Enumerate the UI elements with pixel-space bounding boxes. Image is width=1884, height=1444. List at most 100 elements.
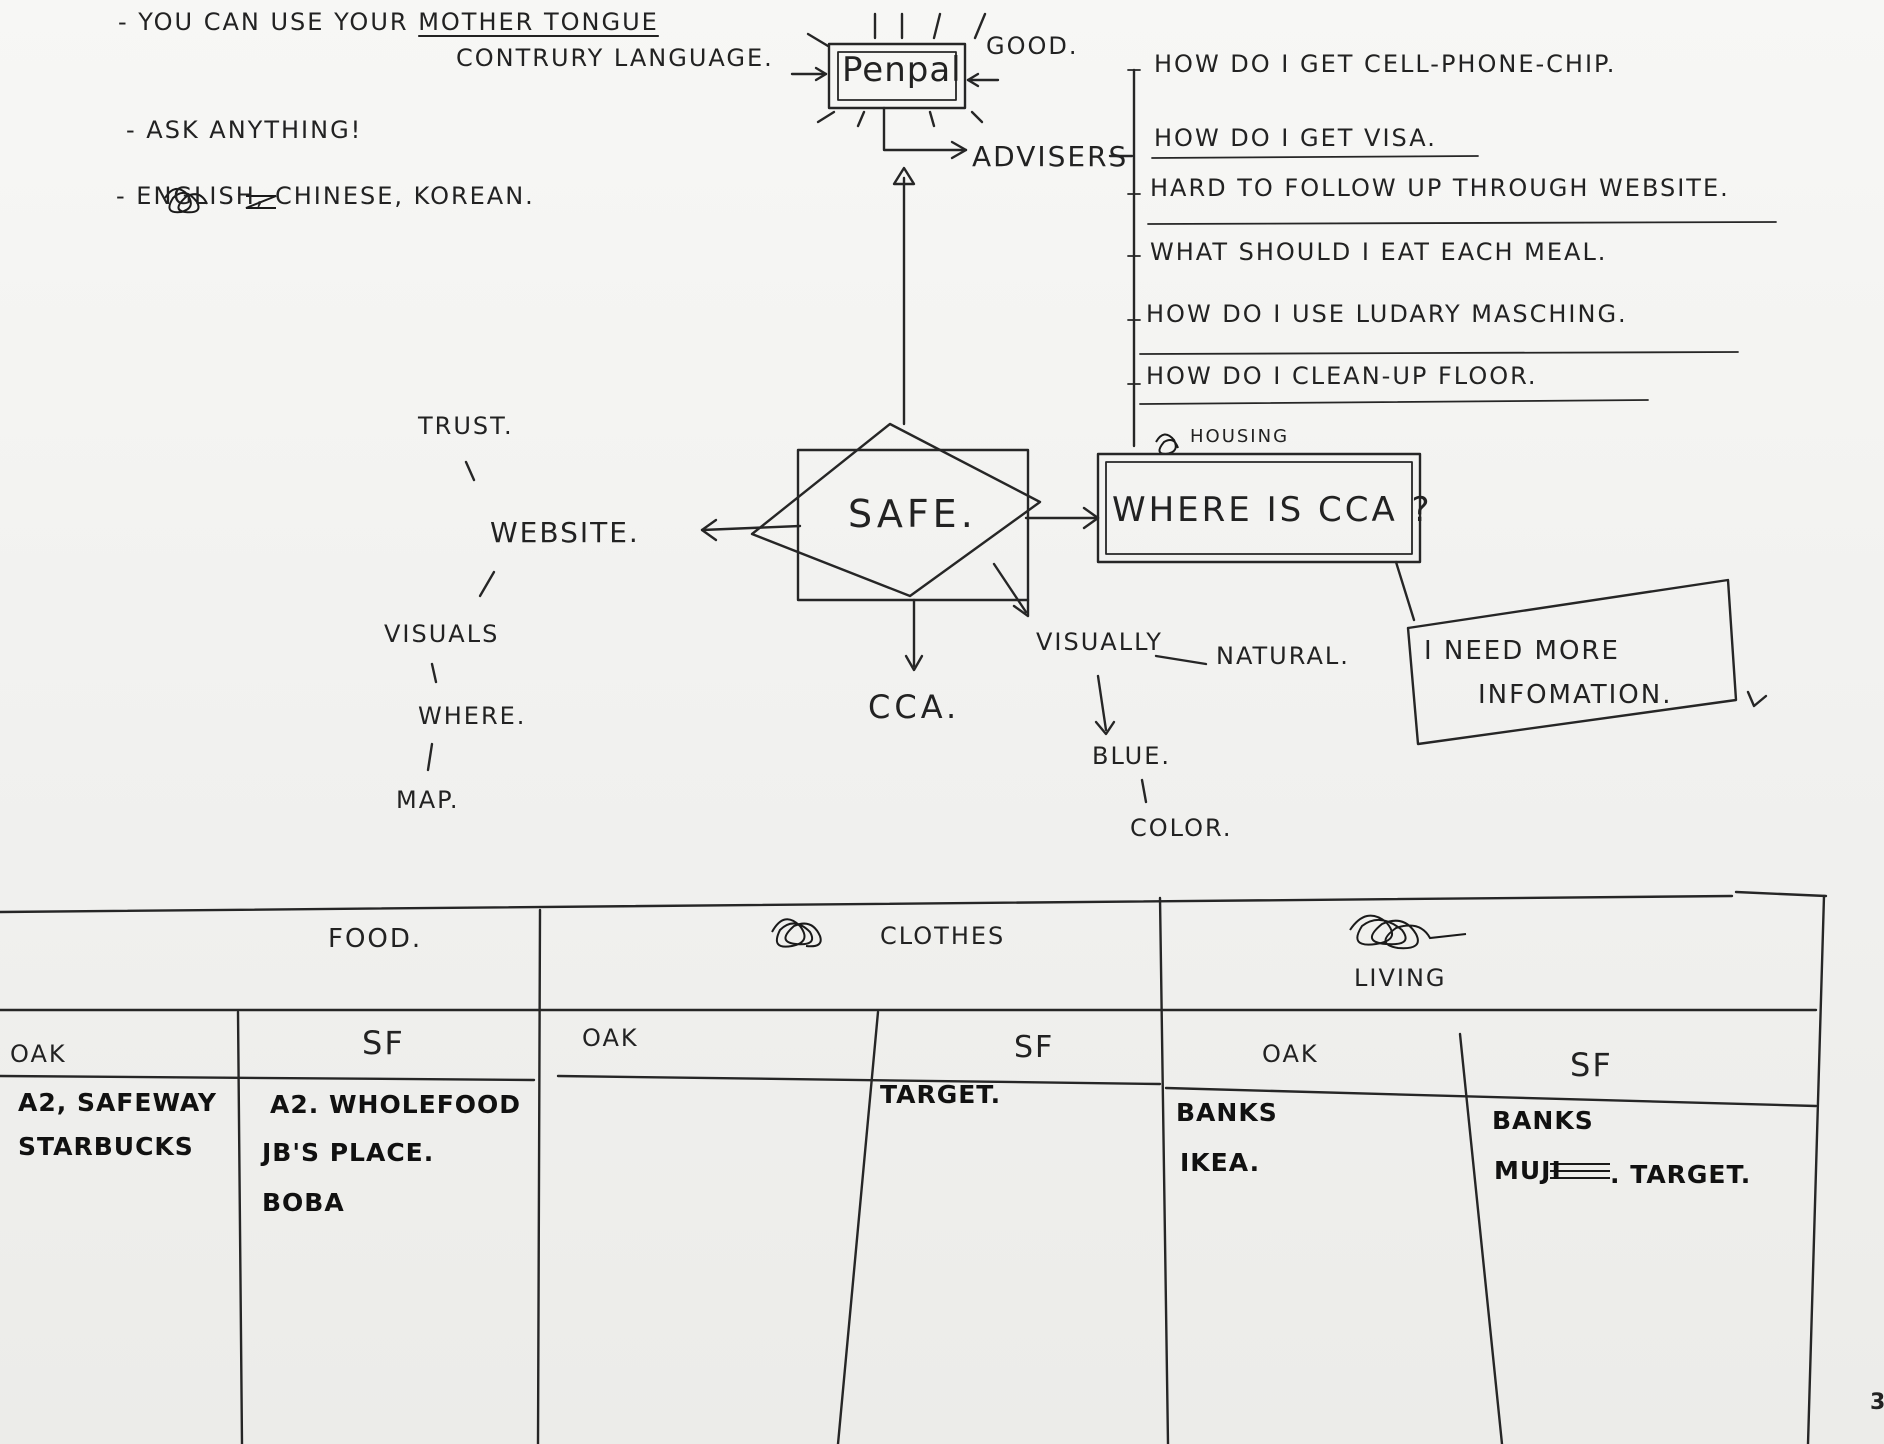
arrow-in-bottom-1 — [816, 110, 836, 124]
cell-living-sf-1: BANKS — [1492, 1106, 1594, 1135]
category-living: LIVING — [1354, 964, 1447, 992]
penpal-to-adviser-arrow — [882, 106, 968, 152]
penpal-label: Penpal — [842, 50, 962, 90]
arrowhead-info — [1746, 690, 1768, 708]
note-languages: - ENGLISH, CHINESE, KOREAN. — [116, 182, 535, 210]
subheader-living-sf: SF — [1570, 1046, 1613, 1084]
cell-food-sf-2: JB'S PLACE. — [262, 1138, 435, 1167]
question-floor: HOW DO I CLEAN-UP FLOOR. — [1146, 362, 1538, 390]
question-laundry: HOW DO I USE LUDARY MASCHING. — [1146, 300, 1628, 328]
underline-floor — [1139, 399, 1649, 405]
safe-diamond — [750, 422, 1042, 598]
arrowhead-adviser — [950, 140, 968, 160]
scribble-living — [1349, 914, 1467, 950]
penpal-good: GOOD. — [986, 32, 1079, 60]
table-col-food-sub — [236, 1010, 244, 1444]
cell-food-sf-1: A2. WHOLEFOOD — [270, 1090, 522, 1119]
cell-food-oak-1: A2, SAFEWAY — [18, 1088, 217, 1117]
arrow-in-top-3 — [932, 12, 942, 40]
trust-to-website-line — [464, 460, 476, 482]
table-col-clothes-living — [1158, 896, 1170, 1444]
note-mother-tongue: - YOU CAN USE YOUR MOTHER TONGUE — [118, 8, 659, 36]
where-cca-label: WHERE IS CCA ? — [1112, 490, 1433, 530]
safe-to-visually-arrow — [992, 562, 1028, 614]
table-header-divider-3 — [1164, 1086, 1818, 1108]
underline-masching — [1139, 351, 1739, 355]
arrowhead-in-left — [814, 66, 828, 82]
table-col-clothes-sub — [836, 1010, 880, 1444]
scribble-ikea-strike — [1550, 1163, 1610, 1179]
visually-label: VISUALLY — [1036, 628, 1163, 656]
cell-food-sf-3: BOBA — [262, 1188, 345, 1217]
arrow-in-bottom-4 — [970, 110, 984, 124]
subheader-clothes-oak: OAK — [582, 1024, 639, 1052]
table-header-divider-2 — [556, 1074, 1162, 1086]
arrowhead-website — [700, 518, 718, 542]
where-label: WHERE. — [418, 702, 527, 730]
category-clothes: CLOTHES — [880, 922, 1006, 950]
scribble-clothes — [771, 918, 822, 948]
note-contrury-language: CONTRURY LANGUAGE. — [456, 44, 774, 72]
penpal-box — [827, 42, 967, 110]
website-label: WEBSITE. — [490, 516, 640, 549]
safe-to-website-arrow — [700, 524, 802, 532]
question-housing: HOUSING — [1190, 426, 1290, 447]
category-food: FOOD. — [328, 924, 423, 954]
visually-to-natural-line — [1154, 654, 1208, 666]
cell-living-oak-1: BANKS — [1176, 1098, 1278, 1127]
cell-living-sf-2b: . TARGET. — [1610, 1160, 1752, 1189]
arrow-in-bottom-3 — [928, 110, 936, 128]
arrowhead-blue — [1094, 720, 1116, 736]
table-right-edge — [1806, 894, 1826, 1444]
question-cell-phone: HOW DO I GET CELL-PHONE-CHIP. — [1154, 50, 1617, 78]
natural-label: NATURAL. — [1216, 642, 1350, 670]
trust-label: TRUST. — [418, 412, 514, 440]
color-label: COLOR. — [1130, 814, 1233, 842]
page-number: 3 — [1870, 1390, 1884, 1415]
question-website: HARD TO FOLLOW UP THROUGH WEBSITE. — [1150, 174, 1730, 202]
need-info-line1: I NEED MORE — [1424, 636, 1620, 666]
question-visa: HOW DO I GET VISA. — [1154, 124, 1437, 152]
arrowhead-visually — [1012, 598, 1030, 618]
subheader-food-sf: SF — [362, 1024, 405, 1062]
adviser-label: ADVISERS — [972, 140, 1129, 173]
penpal-box-inner — [837, 51, 957, 101]
wherecca-to-info-line — [1394, 560, 1416, 622]
visuals-to-where-line — [430, 662, 438, 684]
underline-visa — [1151, 155, 1479, 159]
need-info-line2: INFOMATION. — [1478, 680, 1673, 710]
where-cca-box-inner — [1105, 461, 1413, 555]
visually-to-blue-arrow — [1096, 674, 1108, 732]
note1-text: - YOU CAN USE YOUR — [118, 8, 409, 36]
underline-website — [1147, 221, 1777, 225]
note1-struck-text: MOTHER TONGUE — [418, 8, 659, 36]
subheader-clothes-sf: SF — [1014, 1030, 1055, 1065]
cca-label: CCA. — [868, 688, 961, 726]
where-cca-box — [1096, 452, 1422, 564]
cell-food-oak-2: STARBUCKS — [18, 1132, 194, 1161]
safe-label: SAFE. — [848, 492, 977, 536]
cell-living-sf-2a: MUJI — [1494, 1156, 1562, 1185]
visuals-label: VISUALS — [384, 620, 500, 648]
arrowhead-in-right — [966, 72, 980, 88]
subheader-living-oak: OAK — [1262, 1040, 1319, 1068]
website-to-visuals-line — [478, 570, 496, 598]
question-meal: WHAT SHOULD I EAT EACH MEAL. — [1150, 238, 1608, 266]
table-col-living-sub — [1458, 1032, 1504, 1444]
scribble-housing — [1155, 433, 1179, 456]
subheader-food-oak: OAK — [10, 1040, 67, 1068]
arrowhead-cca — [904, 654, 924, 672]
arrow-in-top-4 — [973, 12, 987, 40]
table-header-divider-1 — [0, 1074, 536, 1082]
table-col-food-clothes — [536, 908, 542, 1444]
info-box — [1406, 578, 1738, 746]
cell-clothes-sf-1: TARGET. — [880, 1080, 1002, 1109]
where-to-map-line — [426, 742, 434, 772]
arrowhead-up-penpal — [892, 166, 916, 186]
blue-label: BLUE. — [1092, 742, 1171, 770]
blue-to-color-line — [1140, 778, 1148, 804]
cell-living-oak-2: IKEA. — [1180, 1148, 1261, 1177]
map-label: MAP. — [396, 786, 460, 814]
